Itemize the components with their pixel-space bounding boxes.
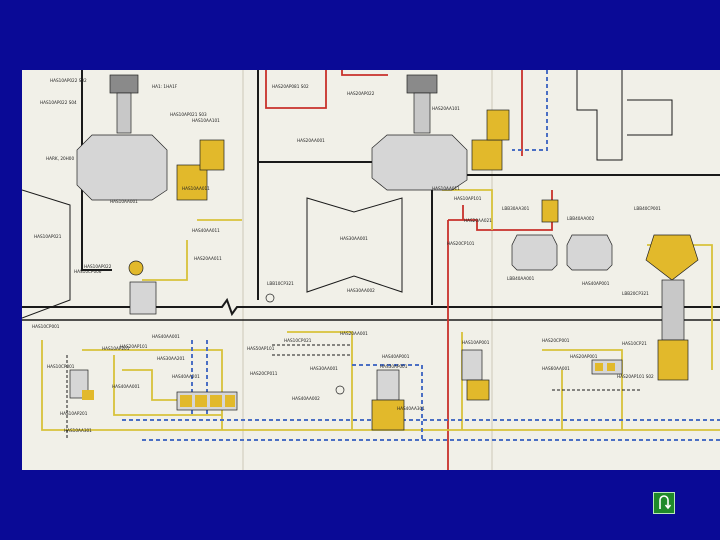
tag-label: HAS10AA001 [110, 199, 138, 204]
turbine-casing-left [22, 189, 71, 319]
tag-label: LBB20CP321 [622, 291, 649, 296]
actuator-bank [176, 391, 238, 411]
tag-label: HAS10AA301 [64, 428, 92, 433]
valve-small-left [128, 260, 157, 315]
tag-label: HAS10AP201 [102, 346, 130, 351]
tag-label: HAS10CP21 [622, 341, 647, 346]
tag-label: HAS20AA021 [464, 218, 492, 223]
tag-label: HAS40AP001 [582, 281, 610, 286]
back-button[interactable] [653, 492, 675, 514]
tag-label: HAS60AA001 [542, 366, 570, 371]
tag-label: HAS10AP021 S03 [170, 112, 207, 117]
tag-label: HAS10AP022 [84, 264, 112, 269]
tag-label: HAS20AA001 [297, 138, 325, 143]
tag-label: HAS30AA201 [157, 356, 185, 361]
tag-label: HAS10AP201 [60, 411, 88, 416]
tag-label: HAS10AP022 S04 [40, 100, 77, 105]
tag-label: HAS30AA001 [340, 236, 368, 241]
schematic-sheet: HAS10AP022 S02 HA1: 1HA1F HAS10AP022 S04… [22, 70, 720, 470]
tag-label: HAS20AP081 S02 [272, 84, 309, 89]
valve-right [645, 234, 699, 381]
tag-label: HAS40AA201 [172, 374, 200, 379]
valve-lp-pair [511, 199, 613, 271]
tag-label: HAS10AP101 [454, 196, 482, 201]
tag-label: HA1: 1HA1F [152, 84, 178, 89]
valve-small-right [371, 349, 490, 431]
tag-labels: HAS10AP022 S02 HA1: 1HA1F HAS10AP022 S04… [32, 78, 661, 433]
tag-label: HAS10AP001 [462, 340, 490, 345]
tag-label: HAS20CP001 [542, 338, 570, 343]
valve-hp-left [76, 74, 225, 201]
control-oil-lines [41, 189, 720, 431]
tag-label: HAS20AP001 [570, 354, 598, 359]
turbine-casing-center [306, 197, 403, 293]
hydraulic-schematic: HAS10AP022 S02 HA1: 1HA1F HAS10AP022 S04… [22, 70, 720, 470]
tag-label: HAS10AP022 S02 [50, 78, 87, 83]
tag-label: HAS40AA301 [397, 406, 425, 411]
tag-label: HAS20AA011 [194, 256, 222, 261]
pressure-gauge-right [335, 385, 345, 395]
tag-label: HAS20AP101 S02 [617, 374, 654, 379]
tag-label: LBB10CP321 [267, 281, 294, 286]
tag-label: HAS40AA001 [112, 384, 140, 389]
tag-label: HAS10AA011 [432, 186, 460, 191]
tag-label: HAS30AP001 [380, 364, 408, 369]
tag-label: HAS10CP021 [284, 338, 312, 343]
tag-label: HAS20AP022 [347, 91, 375, 96]
tag-label: HAS40AA011 [192, 228, 220, 233]
tag-label: HAS40AA001 [152, 334, 180, 339]
tag-label: HAS10AA101 [192, 118, 220, 123]
signal-lines [66, 344, 642, 440]
tag-label: LBB40AA001 [507, 276, 535, 281]
filter-left [69, 369, 94, 400]
tag-label: HAS10CP001 [32, 324, 60, 329]
tag-label: LBB30AA301 [502, 206, 530, 211]
cooling-water-lines [122, 70, 720, 441]
tag-label: LBB40CP001 [634, 206, 661, 211]
tag-label: HAS20AP101 [120, 344, 148, 349]
tag-label: HAS20AA101 [432, 106, 460, 111]
u-turn-icon [659, 495, 672, 510]
tag-label: HARK, 20H00 [46, 156, 74, 161]
tag-label: HAS10AP021 [34, 234, 62, 239]
tag-label: HAS20CP011 [250, 371, 278, 376]
tag-label: HAS30AA001 [310, 366, 338, 371]
pressure-gauge-left [265, 293, 275, 303]
tag-label: HAS20CP101 [447, 241, 475, 246]
tag-label: HAS50AP101 [247, 346, 275, 351]
valve-hp-center [371, 74, 510, 191]
tag-label: LBB40AA002 [567, 216, 595, 221]
tag-label: HAS30AA002 [347, 288, 375, 293]
tag-label: HAS10CP001 [47, 364, 75, 369]
actuator-right [591, 359, 623, 375]
tag-label: HAS20AA001 [340, 331, 368, 336]
turbine-casing-right [576, 70, 673, 161]
tag-label: HAS40AA002 [292, 396, 320, 401]
tag-label: HAS10AA011 [182, 186, 210, 191]
tag-label: HAS10CP006 [74, 269, 102, 274]
tag-label: HAS40AP001 [382, 354, 410, 359]
